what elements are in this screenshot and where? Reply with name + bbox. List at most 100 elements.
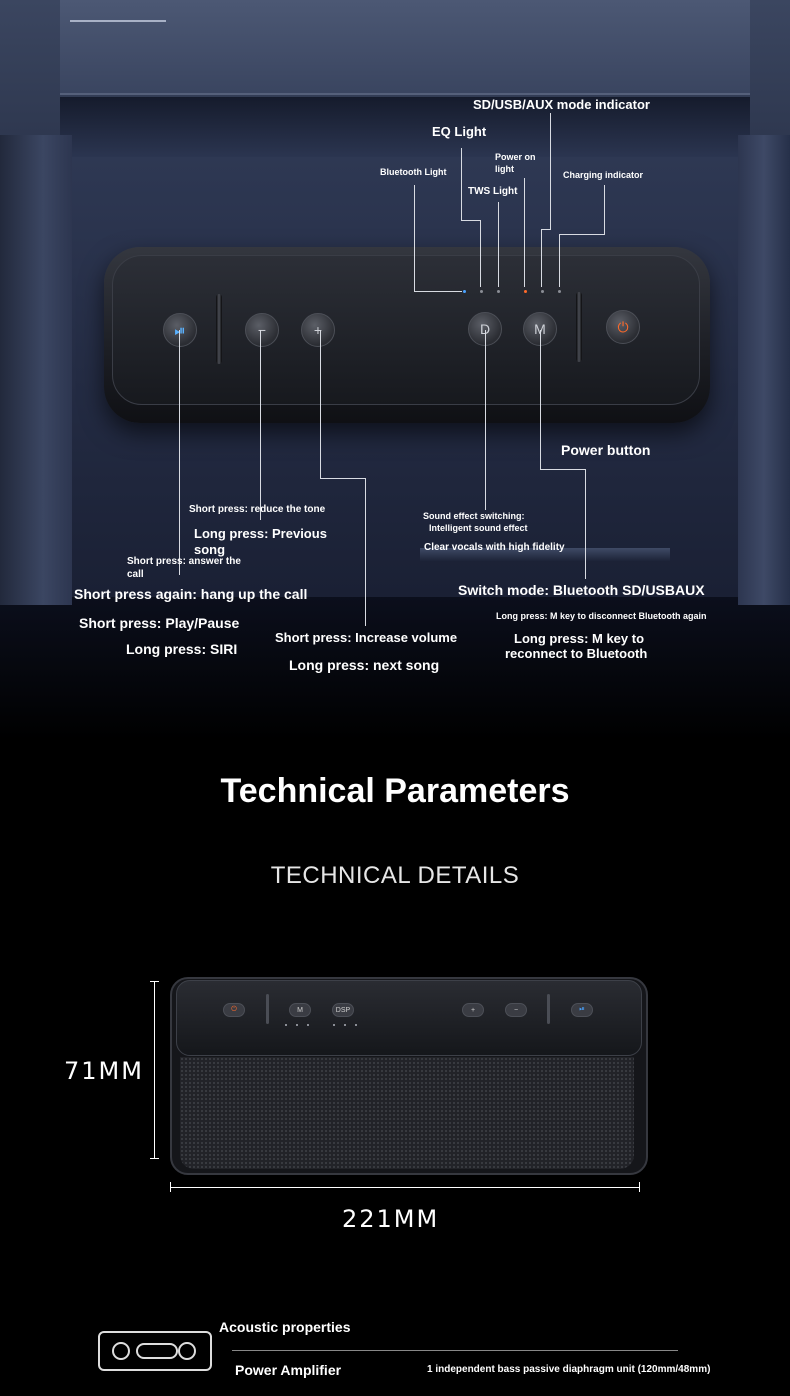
- minus-icon: −: [513, 1006, 519, 1014]
- speaker-plus-button[interactable]: +: [462, 1003, 484, 1017]
- label-hang-up: Short press again: hang up the call: [74, 586, 308, 602]
- speaker-led: [296, 1024, 298, 1026]
- leader-plus-v: [365, 478, 366, 626]
- width-dimension-line: [170, 1187, 639, 1188]
- bass-unit-text: 1 independent bass passive diaphragm uni…: [427, 1364, 711, 1375]
- leader-plus: [320, 330, 321, 478]
- leader-mode-indicator-h: [541, 229, 551, 230]
- label-mode-indicator: SD/USB/AUX mode indicator: [473, 97, 650, 112]
- speaker-minus-button[interactable]: −: [505, 1003, 527, 1017]
- speaker-play-button[interactable]: ⏯: [571, 1003, 593, 1017]
- speaker-mode-button[interactable]: M: [289, 1003, 311, 1017]
- label-disconnect: Long press: M key to disconnect Bluetoot…: [496, 611, 707, 621]
- label-reconnect-2: reconnect to Bluetooth: [505, 646, 648, 661]
- label-power-button: Power button: [561, 442, 651, 458]
- charging-led: [558, 290, 561, 293]
- play-pause-icon: ⏯: [579, 1006, 585, 1013]
- power-amplifier-label: Power Amplifier: [235, 1362, 342, 1378]
- speaker-mode-label: M: [297, 1006, 303, 1014]
- leader-bluetooth: [414, 185, 415, 291]
- volume-up-button[interactable]: +: [301, 313, 335, 347]
- label-sound-effect: Sound effect switching:: [423, 511, 525, 521]
- power-icon: ⏻: [231, 1006, 237, 1013]
- plus-icon: +: [470, 1006, 476, 1014]
- right-pillar: [738, 135, 790, 605]
- speaker-divider-right: [547, 994, 550, 1024]
- power-button[interactable]: ⏻: [606, 310, 640, 344]
- leader-eq-v: [480, 220, 481, 287]
- mode-icon: M: [534, 321, 546, 337]
- leader-power-on: [524, 178, 525, 287]
- label-power-on-light: Power on light: [495, 152, 536, 174]
- leader-eq-h: [461, 220, 480, 221]
- label-next-song: Long press: next song: [289, 657, 440, 673]
- acoustic-icon-driver-left: [112, 1342, 130, 1360]
- leader-charging: [604, 185, 605, 234]
- acoustic-icon: [98, 1331, 212, 1371]
- label-answer-call: Short press: answer the call: [127, 556, 241, 580]
- speaker-led: [344, 1024, 346, 1026]
- width-label: 221MM: [342, 1205, 440, 1233]
- ledge: [420, 548, 670, 562]
- label-tws-light: TWS Light: [468, 186, 518, 197]
- leader-play: [179, 330, 180, 575]
- leader-tws: [498, 202, 499, 287]
- leader-bluetooth-h: [414, 291, 462, 292]
- leader-eq: [461, 148, 462, 220]
- speaker-power-button[interactable]: ⏻: [223, 1003, 245, 1017]
- play-pause-button[interactable]: ⏯: [163, 313, 197, 347]
- panel-divider-left: [216, 294, 222, 364]
- leader-dsp: [485, 330, 486, 510]
- speaker-grille: [180, 1057, 634, 1169]
- bluetooth-led: [463, 290, 466, 293]
- control-panel-face: [112, 255, 700, 405]
- left-pillar: [0, 135, 72, 605]
- speaker-led: [333, 1024, 335, 1026]
- label-switch-mode: Switch mode: Bluetooth SD/USBAUX: [458, 582, 705, 598]
- label-reduce-tone: Short press: reduce the tone: [189, 504, 326, 515]
- plus-icon: +: [313, 322, 323, 338]
- power-led: [524, 290, 527, 293]
- leader-minus: [260, 330, 261, 520]
- leader-mode-h: [540, 469, 585, 470]
- leader-charging-v: [559, 234, 560, 287]
- width-dimension-cap-left: [170, 1182, 171, 1192]
- product-scene: ⏯ − + D M ⏻ SD/USB/AUX mode indica: [0, 0, 790, 740]
- label-charging-indicator: Charging indicator: [563, 170, 644, 180]
- speaker-led: [355, 1024, 357, 1026]
- height-dimension-cap-bottom: [150, 1158, 159, 1159]
- label-clear-vocals: Clear vocals with high fidelity: [424, 542, 565, 553]
- minus-icon: −: [257, 322, 267, 338]
- panel-divider-right: [576, 292, 582, 362]
- section-title: Technical Parameters: [220, 772, 570, 810]
- speaker-dsp-label: DSP: [335, 1006, 351, 1014]
- leader-mode: [540, 330, 541, 469]
- leader-mode-indicator: [550, 113, 551, 230]
- volume-down-button[interactable]: −: [245, 313, 279, 347]
- label-previous-song: Long press: Previous song: [194, 526, 327, 557]
- acoustic-heading: Acoustic properties: [219, 1319, 351, 1335]
- leader-plus-h: [320, 478, 365, 479]
- label-play-pause: Short press: Play/Pause: [79, 615, 240, 631]
- label-intelligent: Intelligent sound effect: [429, 523, 528, 533]
- label-increase-volume: Short press: Increase volume: [275, 630, 458, 645]
- speaker-top-panel: [176, 980, 642, 1056]
- height-label: 71MM: [64, 1057, 144, 1085]
- eq-led: [480, 290, 483, 293]
- label-eq-light: EQ Light: [432, 124, 487, 139]
- play-pause-icon: ⏯: [174, 322, 185, 339]
- height-dimension-line: [154, 981, 155, 1159]
- speaker-led: [307, 1024, 309, 1026]
- tws-led: [497, 290, 500, 293]
- speaker-divider-left: [266, 994, 269, 1024]
- label-reconnect-1: Long press: M key to: [514, 631, 645, 646]
- label-bluetooth-light: Bluetooth Light: [380, 167, 447, 177]
- label-siri: Long press: SIRI: [126, 641, 238, 657]
- leader-mode-v: [585, 469, 586, 579]
- leader-mode-indicator-v: [541, 229, 542, 287]
- shelf-top: [60, 0, 750, 95]
- shelf-highlight: [70, 20, 166, 22]
- leader-charging-h: [559, 234, 605, 235]
- width-dimension-cap-right: [639, 1182, 640, 1192]
- speaker-dsp-button[interactable]: DSP: [332, 1003, 354, 1017]
